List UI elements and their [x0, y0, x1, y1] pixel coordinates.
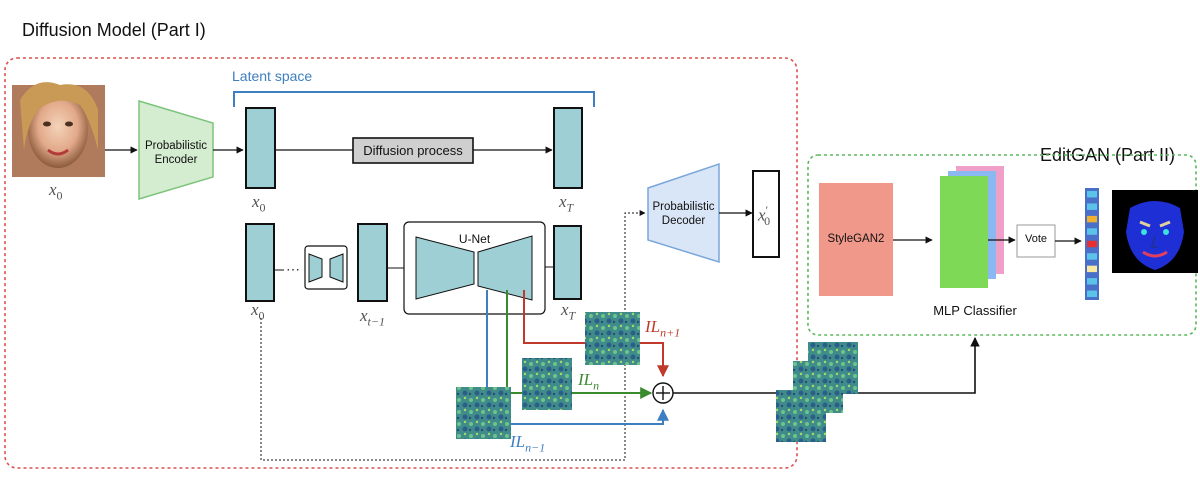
- latent-xT-bottom-var: x: [561, 300, 569, 319]
- mlp-layer-front: [940, 176, 988, 288]
- skip-connection-dotted: [260, 210, 646, 461]
- output-var: x: [758, 205, 766, 225]
- decoder-label: Probabilistic Decoder: [646, 200, 721, 228]
- output-label: x′0: [758, 203, 770, 229]
- probabilistic-encoder: [138, 99, 214, 201]
- feature-map-n: [522, 358, 572, 410]
- il-nm1-label: ILn−1: [510, 432, 545, 455]
- stacked-feature-map-1: [776, 390, 826, 442]
- il-n-sub: n: [593, 378, 600, 393]
- segmentation-mask: [1112, 190, 1198, 273]
- output-box: [752, 170, 780, 258]
- il-n-var: IL: [578, 370, 594, 389]
- unet-label: U-Net: [458, 232, 491, 246]
- input-x0-var: x: [49, 180, 57, 199]
- vote-cell: [1087, 265, 1097, 273]
- latent-xt1-var: x: [360, 306, 368, 325]
- part1-border: [4, 57, 798, 469]
- part1-title: Diffusion Model (Part I): [22, 20, 206, 40]
- output-sub: 0: [764, 214, 771, 229]
- latent-space-bracket: [233, 91, 595, 107]
- unet-encoder-shape: [415, 236, 475, 300]
- stylegan2-box: [819, 183, 893, 296]
- latent-xT-top-sub: T: [566, 200, 574, 215]
- vote-bar: [1085, 188, 1099, 300]
- vote-cell: [1087, 253, 1097, 260]
- il-np1-var: IL: [645, 317, 661, 336]
- il-nm1-sub: n−1: [525, 440, 546, 455]
- vote-cell: [1087, 278, 1097, 285]
- vote-cell: [1087, 203, 1097, 210]
- unet-decoder-shape: [477, 235, 533, 301]
- encoder-label: Probabilistic Encoder: [143, 139, 209, 167]
- encoder-label-line2: Encoder: [154, 154, 198, 166]
- latent-x0-top-var: x: [252, 192, 260, 211]
- feature-map-nm1: [456, 387, 511, 439]
- decoder-label-line2: Decoder: [661, 215, 706, 227]
- input-face-image: [12, 82, 105, 177]
- output-prime: ′: [765, 203, 769, 217]
- vote-cell: [1087, 228, 1097, 235]
- latent-xt1-sub: t−1: [367, 314, 385, 329]
- vote-cell: [1087, 191, 1097, 198]
- il-np1-label: ILn+1: [645, 317, 680, 340]
- vote-box: [1016, 224, 1056, 258]
- mlp-classifier-label: MLP Classifier: [933, 303, 1017, 318]
- latent-x0-bottom-label: x0: [251, 300, 265, 323]
- vote-cell: [1087, 240, 1097, 248]
- latent-xT-bottom-sub: T: [568, 308, 576, 323]
- decoder-label-line1: Probabilistic: [652, 201, 715, 213]
- latent-block-xT-bottom: [553, 225, 582, 300]
- latent-xT-top-label: xT: [559, 192, 573, 215]
- input-x0-label: x0: [49, 180, 63, 203]
- latent-x0-bottom-sub: 0: [258, 308, 265, 323]
- latent-xT-bottom-label: xT: [561, 300, 575, 323]
- encoder-label-line1: Probabilistic: [145, 140, 207, 152]
- vote-label: Vote: [1024, 233, 1048, 245]
- latent-x0-top-label: x0: [252, 192, 266, 215]
- il-nm1-var: IL: [510, 432, 526, 451]
- stylegan2-label: StyleGAN2: [827, 233, 885, 245]
- latent-block-xT-top: [553, 107, 583, 189]
- il-np1-sub: n+1: [660, 325, 681, 340]
- diffusion-process-label: Diffusion process: [363, 143, 463, 158]
- feature-map-np1: [585, 312, 640, 365]
- vote-cell: [1087, 290, 1097, 297]
- latent-block-xt1: [357, 223, 388, 302]
- vote-cell: [1087, 215, 1097, 223]
- input-x0-sub: 0: [56, 188, 63, 203]
- ellipsis-dots: ⋯: [286, 261, 300, 277]
- diffusion-process-box: [352, 137, 474, 164]
- latent-block-x0-bottom: [245, 223, 275, 302]
- il-n-label: ILn: [578, 370, 599, 393]
- latent-block-x0-top: [245, 107, 276, 189]
- latent-x0-top-sub: 0: [259, 200, 266, 215]
- latent-x0-bottom-var: x: [251, 300, 259, 319]
- latent-space-label: Latent space: [232, 68, 313, 84]
- latent-xT-top-var: x: [559, 192, 567, 211]
- probabilistic-decoder: [647, 162, 720, 264]
- latent-xt1-label: xt−1: [360, 306, 385, 329]
